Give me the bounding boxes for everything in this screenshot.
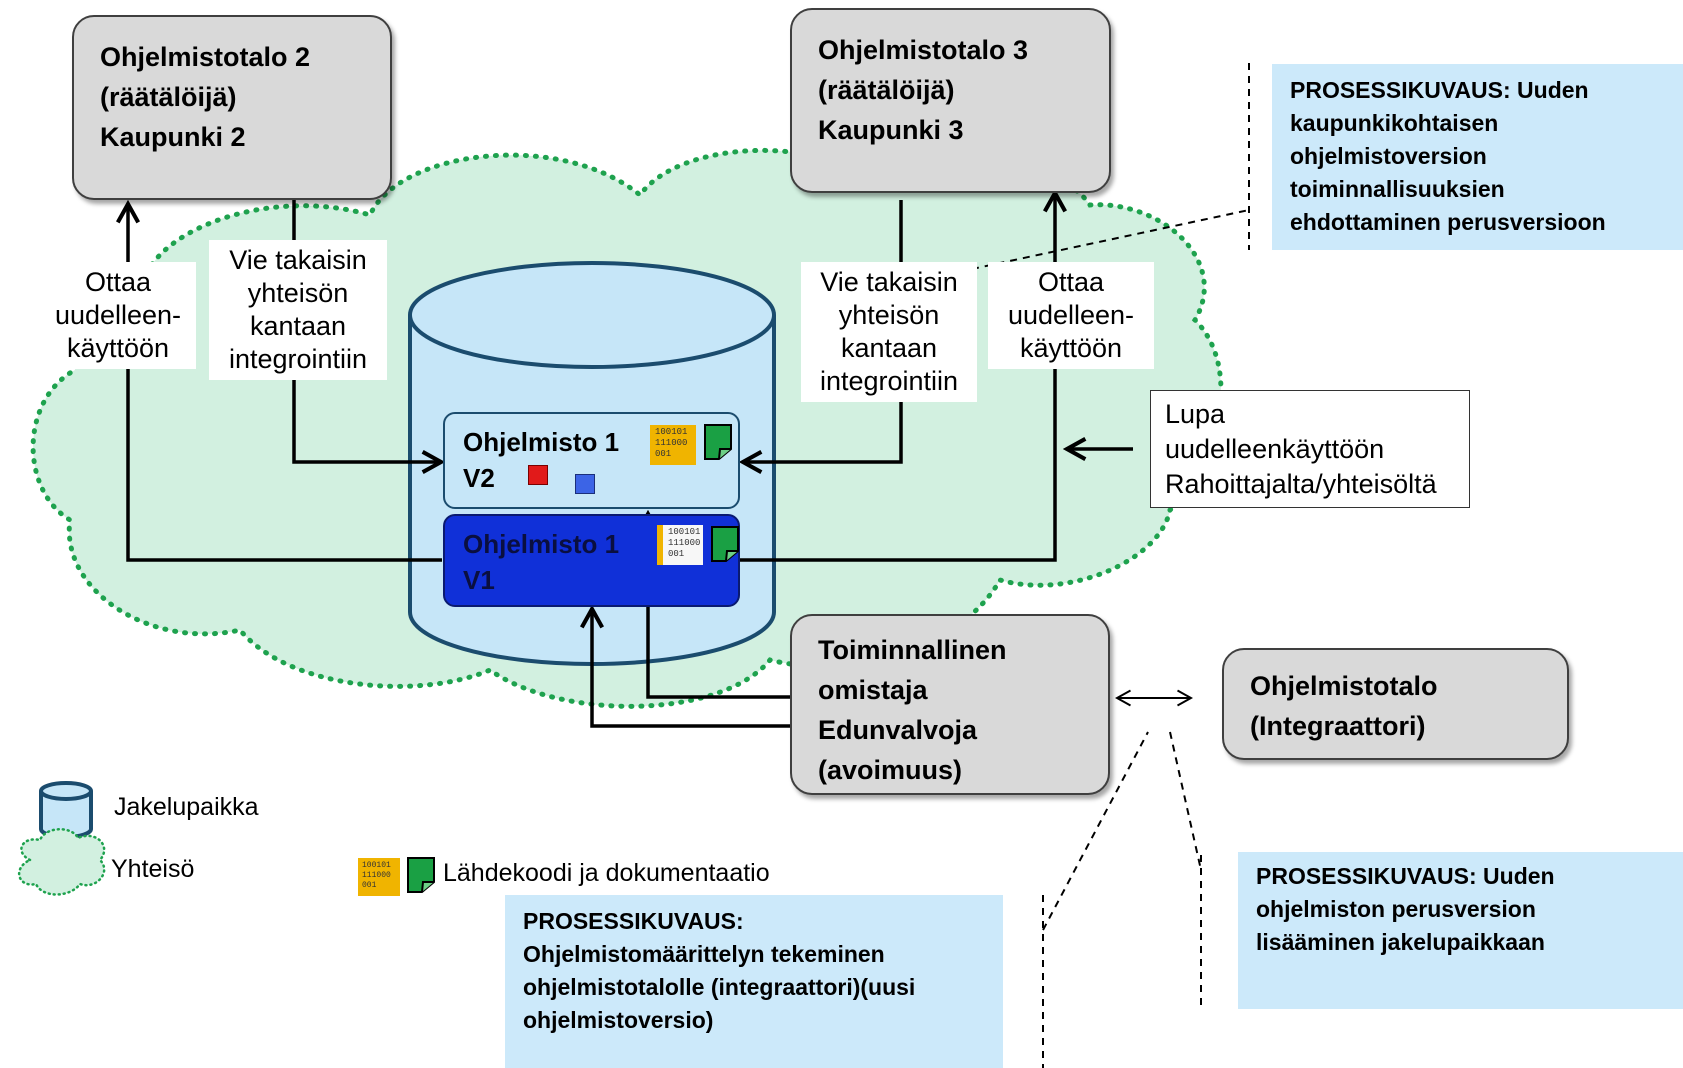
software-v2-version: V2 bbox=[463, 463, 495, 493]
owner-line-1: Toiminnallinen bbox=[818, 635, 1007, 665]
owner-arrow-to-v1 bbox=[592, 609, 792, 728]
process-note-base-version: PROSESSIKUVAUS: Uuden ohjelmiston perusv… bbox=[1238, 852, 1683, 1009]
blue-square-icon bbox=[575, 474, 595, 494]
software-v1-box[interactable]: Ohjelmisto 1 V1 100101 111000 001 bbox=[443, 514, 740, 607]
integrator-title: Ohjelmistotalo bbox=[1250, 671, 1438, 701]
functional-owner-box[interactable]: Toiminnallinen omistaja Edunvalvoja (avo… bbox=[790, 614, 1110, 795]
process-note-city-version: PROSESSIKUVAUS: Uuden kaupunkikohtaisen … bbox=[1272, 64, 1683, 250]
software-house-3-title: Ohjelmistotalo 3 bbox=[818, 35, 1029, 65]
software-house-3-city: Kaupunki 3 bbox=[818, 115, 964, 145]
legend-repository-label: Jakelupaikka bbox=[114, 793, 259, 821]
contribute-label-right: Vie takaisin yhteisön kantaan integroint… bbox=[801, 262, 977, 402]
software-house-3-box[interactable]: Ohjelmistotalo 3 (räätälöijä) Kaupunki 3 bbox=[790, 8, 1111, 193]
software-house-2-title: Ohjelmistotalo 2 bbox=[100, 42, 311, 72]
red-square-icon bbox=[528, 465, 548, 485]
legend-source-code-icon: 100101 111000 001 bbox=[358, 858, 400, 896]
connectors bbox=[128, 193, 1133, 728]
process-note-specification: PROSESSIKUVAUS: Ohjelmistomäärittelyn te… bbox=[505, 895, 1003, 1068]
reuse-label-left: Ottaa uudelleen- käyttöön bbox=[40, 262, 196, 369]
legend-source-label: Lähdekoodi ja dokumentaatio bbox=[443, 859, 770, 887]
document-icon bbox=[703, 423, 733, 461]
source-code-icon: 100101 111000 001 bbox=[650, 425, 696, 465]
legend-cylinder-icon bbox=[39, 781, 93, 839]
contribute-label-left: Vie takaisin yhteisön kantaan integroint… bbox=[209, 240, 387, 380]
source-code-icon: 100101 111000 001 bbox=[657, 525, 703, 565]
document-icon bbox=[710, 525, 740, 563]
owner-line-3: Edunvalvoja bbox=[818, 715, 978, 745]
software-house-2-box[interactable]: Ohjelmistotalo 2 (räätälöijä) Kaupunki 2 bbox=[72, 15, 392, 200]
software-v2-box[interactable]: Ohjelmisto 1 V2 100101 111000 001 bbox=[443, 412, 740, 509]
license-box: Lupa uudelleenkäyttöön Rahoittajalta/yht… bbox=[1150, 390, 1470, 508]
integrator-box[interactable]: Ohjelmistotalo (Integraattori) bbox=[1222, 648, 1569, 760]
legend-community-label: Yhteisö bbox=[111, 855, 195, 883]
software-v1-version: V1 bbox=[463, 565, 495, 595]
software-v1-name: Ohjelmisto 1 bbox=[463, 529, 620, 559]
software-house-2-role: (räätälöijä) bbox=[100, 82, 237, 112]
owner-line-4: (avoimuus) bbox=[818, 755, 963, 785]
software-v2-name: Ohjelmisto 1 bbox=[463, 427, 620, 457]
software-house-2-city: Kaupunki 2 bbox=[100, 122, 246, 152]
callout-lines bbox=[971, 63, 1250, 1068]
reuse-label-right: Ottaa uudelleen- käyttöön bbox=[988, 262, 1154, 369]
legend-cloud-icon bbox=[17, 828, 106, 896]
legend-document-icon bbox=[406, 856, 436, 894]
software-house-3-role: (räätälöijä) bbox=[818, 75, 955, 105]
integrator-role: (Integraattori) bbox=[1250, 711, 1426, 741]
owner-line-2: omistaja bbox=[818, 675, 928, 705]
